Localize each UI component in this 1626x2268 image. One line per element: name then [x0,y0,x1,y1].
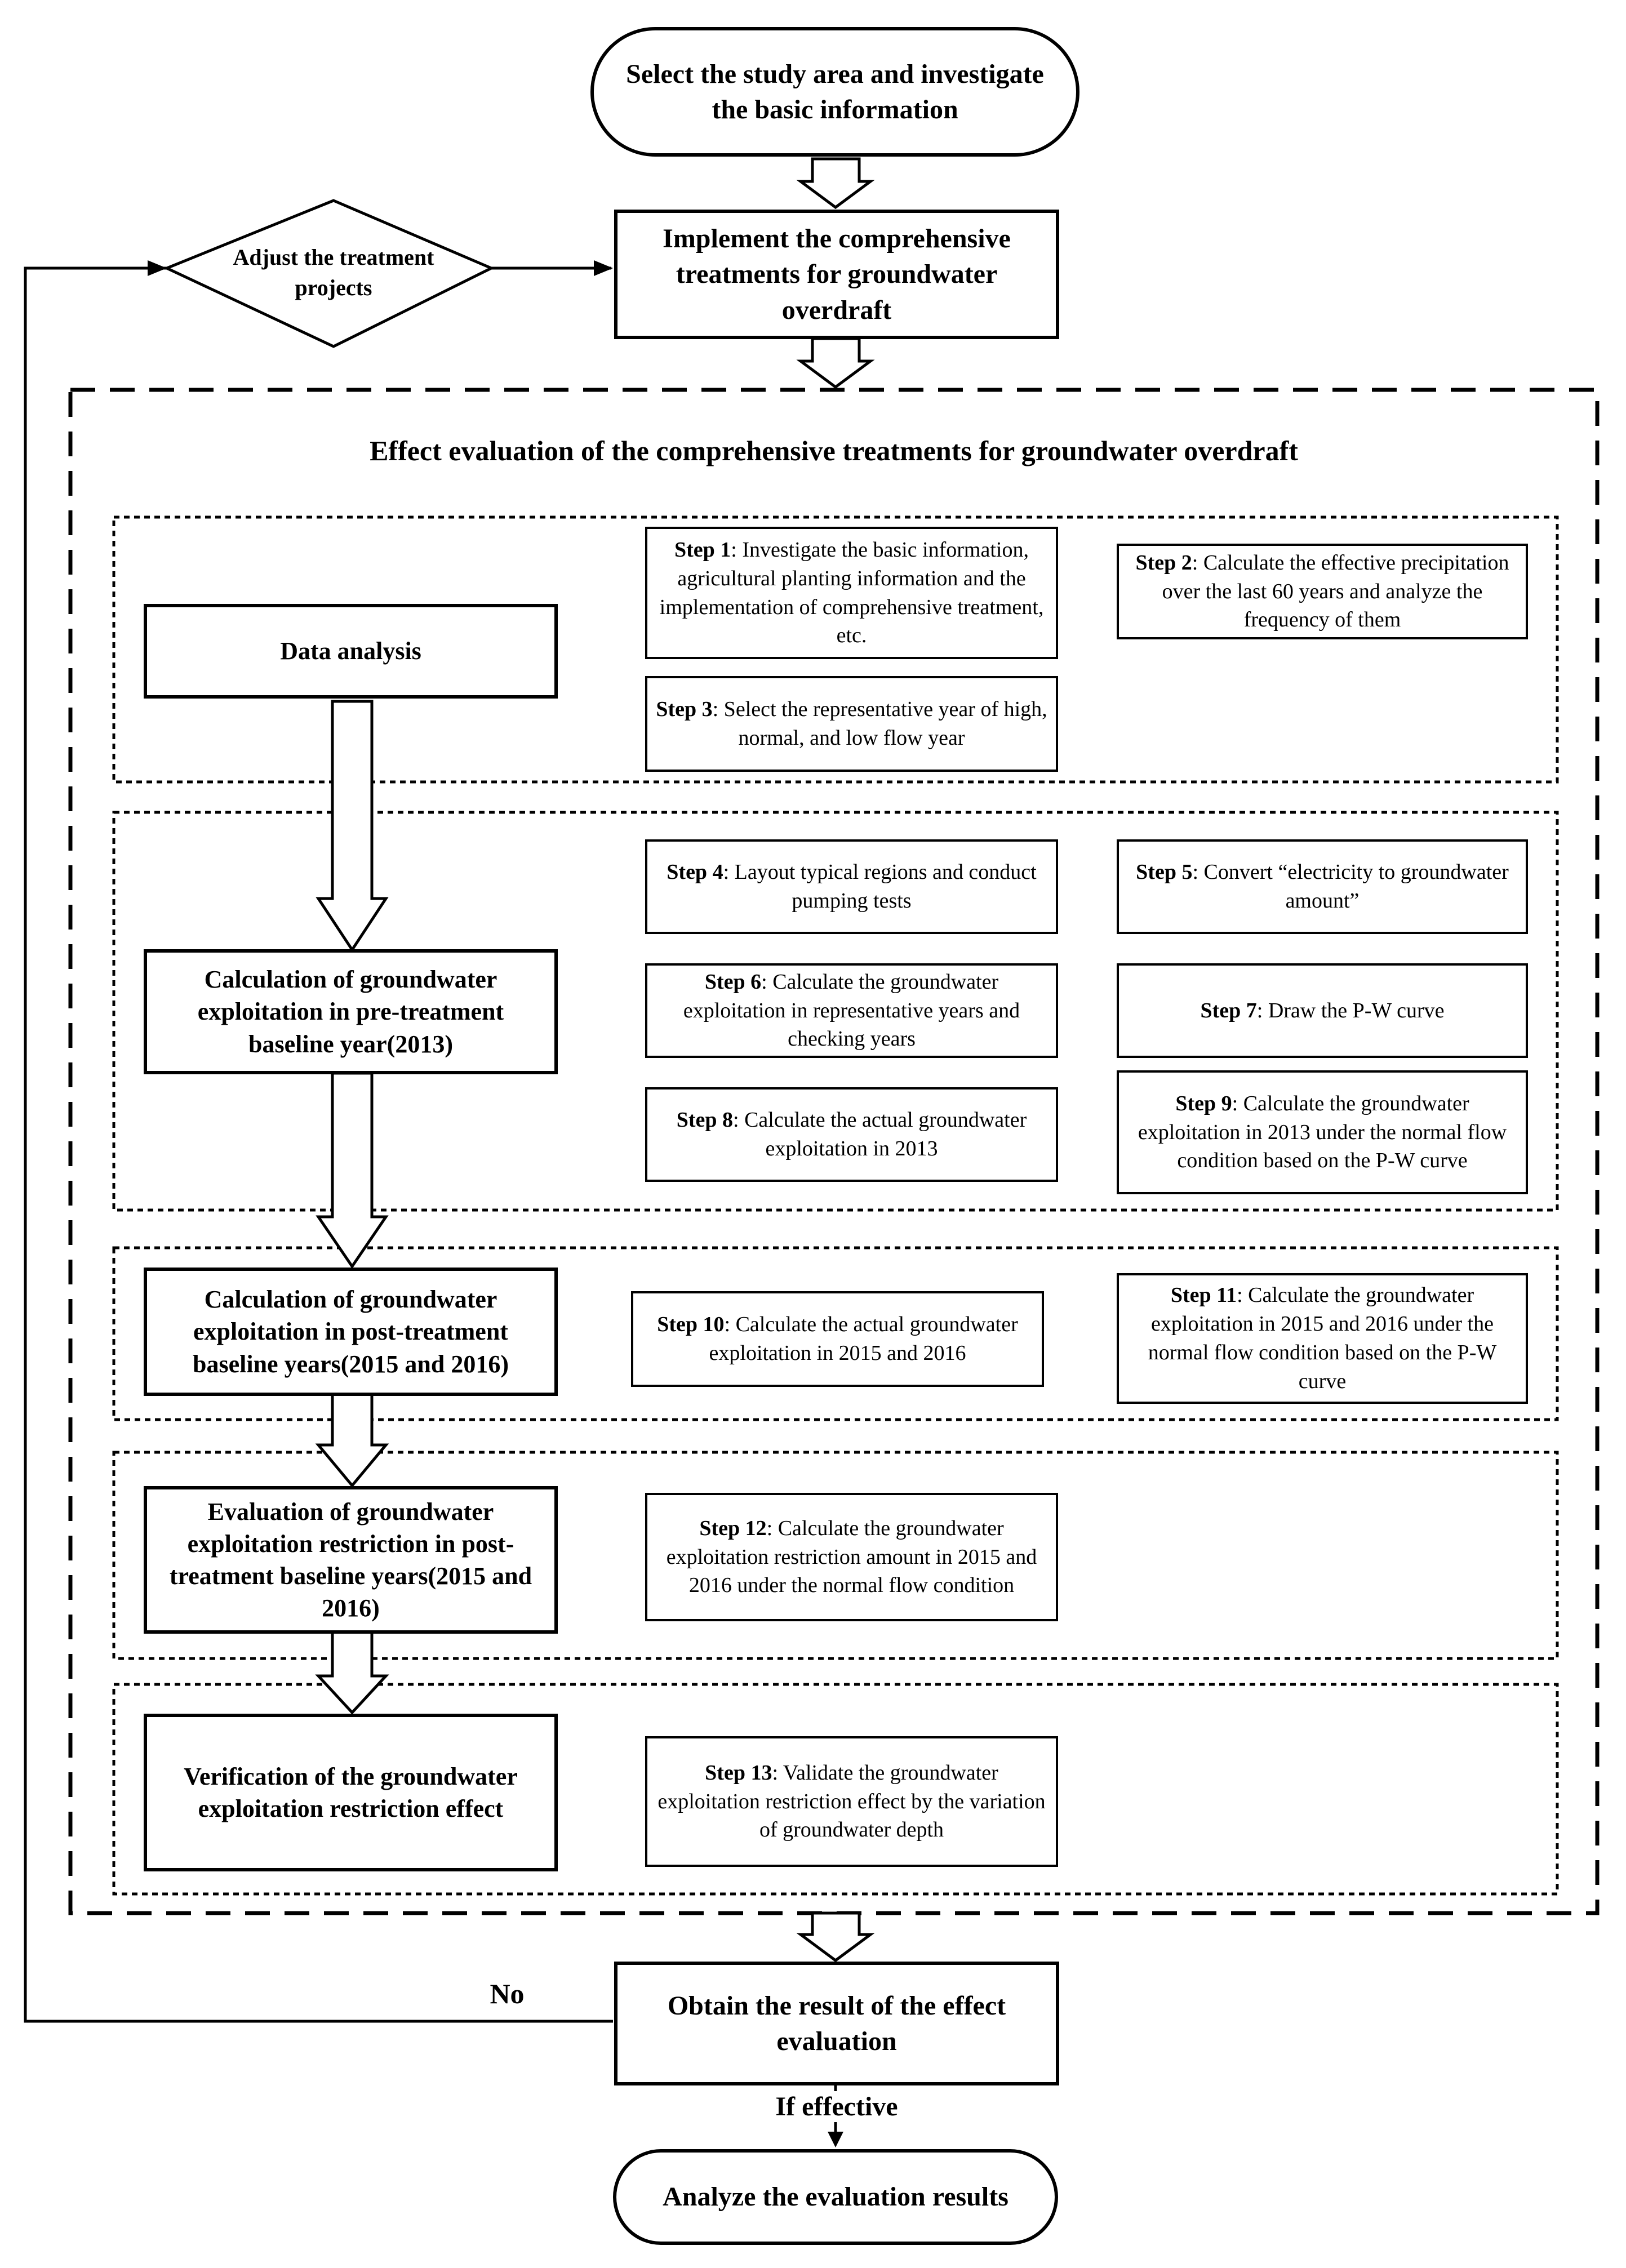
start-terminal-text: Select the study area and investigate th… [626,59,1044,124]
arrow-stage2-to-stage3 [316,1071,389,1269]
step-7-content: Step 7: Draw the P-W curve [1200,997,1444,1025]
result-box: Obtain the result of the effect evaluati… [614,1962,1059,2085]
step-4-text: : Layout typical regions and conduct pum… [723,860,1037,913]
result-text: Obtain the result of the effect evaluati… [667,1990,1006,2056]
stage-verification-text: Verification of the groundwater exploita… [184,1762,518,1822]
step-10-label: Step 10 [657,1313,725,1337]
step-2-box: Step 2: Calculate the effective precipit… [1117,544,1528,639]
arrow-stage4-to-stage5 [315,1630,389,1715]
arrow-start-to-implement [796,157,875,210]
evaluation-frame [68,388,1600,1915]
step-1-content: Step 1: Investigate the basic informatio… [653,536,1050,651]
group-restriction [112,1451,1559,1660]
feedback-arrowhead [148,260,167,276]
step-9-label: Step 9 [1175,1091,1232,1115]
step-12-box: Step 12: Calculate the groundwater explo… [645,1493,1058,1621]
step-5-content: Step 5: Convert “electricity to groundwa… [1125,858,1520,915]
section-title-text: Effect evaluation of the comprehensive t… [370,435,1298,466]
end-terminal: Analyze the evaluation results [613,2149,1058,2245]
arrow-stage1-to-stage2 [316,700,389,953]
end-terminal-text: Analyze the evaluation results [663,2182,1009,2212]
stage-restriction-evaluation: Evaluation of groundwater exploitation r… [144,1486,558,1634]
step-2-label: Step 2 [1135,550,1192,575]
step-5-box: Step 5: Convert “electricity to groundwa… [1117,839,1528,934]
start-terminal: Select the study area and investigate th… [590,27,1079,157]
step-11-box: Step 11: Calculate the groundwater explo… [1117,1273,1528,1404]
stage-pre-treatment: Calculation of groundwater exploitation … [144,949,558,1074]
feedback-loop-line [24,266,613,2023]
no-label: No [473,1977,541,2010]
step-10-content: Step 10: Calculate the actual groundwate… [639,1310,1036,1368]
step-5-text: : Convert “electricity to groundwater am… [1192,860,1509,913]
decision-label: Adjust the treatment projects [208,242,459,303]
stage-restriction-evaluation-text: Evaluation of groundwater exploitation r… [169,1497,532,1622]
step-3-box: Step 3: Select the representative year o… [645,676,1058,772]
step-1-label: Step 1 [674,537,731,562]
group-post-treatment [112,1246,1559,1421]
step-13-label: Step 13 [705,1760,772,1785]
if-effective-label: If effective [721,2091,952,2122]
step-12-content: Step 12: Calculate the groundwater explo… [653,1514,1050,1600]
step-11-text: : Calculate the groundwater exploitation… [1148,1283,1497,1393]
step-12-label: Step 12 [699,1516,767,1540]
step-9-text: : Calculate the groundwater exploitation… [1138,1091,1507,1173]
step-3-text: : Select the representative year of high… [712,697,1047,750]
decision-label-text: Adjust the treatment projects [233,244,434,300]
result-to-end-arrowhead [828,2132,843,2147]
arrow-evaluation-to-result [796,1911,875,1963]
step-4-box: Step 4: Layout typical regions and condu… [645,839,1058,934]
step-7-label: Step 7 [1200,998,1257,1022]
stage-post-treatment: Calculation of groundwater exploitation … [144,1268,558,1396]
step-7-text: : Draw the P-W curve [1256,998,1445,1022]
step-1-text: : Investigate the basic information, agr… [659,537,1044,648]
arrow-stage3-to-stage4 [315,1393,389,1488]
step-13-box: Step 13: Validate the groundwater exploi… [645,1736,1058,1867]
step-5-label: Step 5 [1136,860,1193,884]
step-8-label: Step 8 [676,1108,734,1132]
implement-treatments-text: Implement the comprehensive treatments f… [663,223,1011,325]
step-9-content: Step 9: Calculate the groundwater exploi… [1125,1089,1520,1176]
group-verification [112,1683,1559,1896]
step-13-text: : Validate the groundwater exploitation … [657,1760,1046,1842]
group-pre-treatment [112,811,1559,1212]
step-6-content: Step 6: Calculate the groundwater exploi… [653,968,1050,1054]
if-effective-label-text: If effective [775,2092,898,2122]
stage-post-treatment-text: Calculation of groundwater exploitation … [193,1286,509,1378]
step-11-content: Step 11: Calculate the groundwater explo… [1125,1281,1520,1396]
step-3-content: Step 3: Select the representative year o… [653,695,1050,753]
section-title: Effect evaluation of the comprehensive t… [225,434,1442,468]
stage-pre-treatment-text: Calculation of groundwater exploitation … [197,966,504,1058]
step-1-box: Step 1: Investigate the basic informatio… [645,527,1058,659]
no-label-text: No [490,1978,525,2009]
stage-data-analysis-text: Data analysis [280,637,421,665]
stage-verification: Verification of the groundwater exploita… [144,1714,558,1871]
step-10-box: Step 10: Calculate the actual groundwate… [631,1291,1044,1387]
step-8-text: : Calculate the actual groundwater explo… [733,1108,1027,1160]
implement-treatments-box: Implement the comprehensive treatments f… [614,210,1059,339]
step-11-label: Step 11 [1170,1283,1237,1308]
decision-diamond [163,199,495,348]
step-7-box: Step 7: Draw the P-W curve [1117,963,1528,1058]
step-4-content: Step 4: Layout typical regions and condu… [653,858,1050,915]
step-10-text: : Calculate the actual groundwater explo… [709,1313,1018,1365]
step-3-label: Step 3 [656,697,713,722]
step-4-label: Step 4 [667,860,723,884]
step-6-box: Step 6: Calculate the groundwater exploi… [645,963,1058,1058]
step-8-box: Step 8: Calculate the actual groundwater… [645,1087,1058,1182]
arrow-implement-to-evaluation [796,337,875,389]
step-6-text: : Calculate the groundwater exploitation… [683,970,1020,1051]
step-2-content: Step 2: Calculate the effective precipit… [1125,549,1520,635]
group-data-analysis [112,515,1559,784]
step-13-content: Step 13: Validate the groundwater exploi… [653,1759,1050,1845]
step-6-label: Step 6 [704,970,762,994]
step-8-content: Step 8: Calculate the actual groundwater… [653,1106,1050,1163]
step-2-text: : Calculate the effective precipitation … [1162,550,1509,632]
step-12-text: : Calculate the groundwater exploitation… [666,1516,1037,1598]
step-9-box: Step 9: Calculate the groundwater exploi… [1117,1070,1528,1194]
stage-data-analysis: Data analysis [144,604,558,699]
decision-to-implement-arrowhead [594,260,613,276]
